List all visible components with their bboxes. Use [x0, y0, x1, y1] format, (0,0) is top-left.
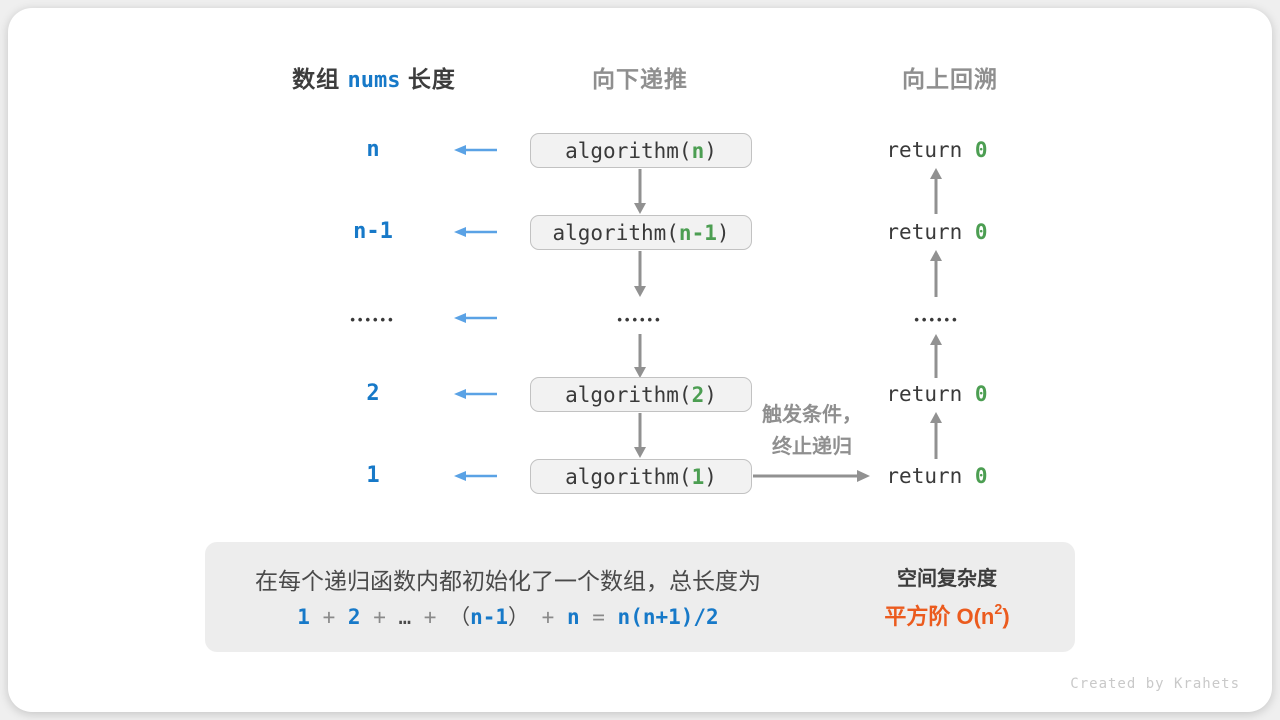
call-text: algorithm( [565, 464, 692, 489]
return-statement: return 0 [876, 464, 998, 488]
return-keyword: return [886, 382, 975, 406]
call-box-n-1: algorithm(n-1) [530, 215, 752, 250]
return-value: 0 [974, 220, 988, 244]
call-param: 1 [691, 464, 705, 489]
header-array-length: 数组 nums 长度 [254, 60, 494, 94]
return-keyword: return [886, 220, 975, 244]
credit-text: Created by Krahets [1070, 676, 1240, 692]
call-text-close: ) [704, 464, 717, 489]
header-backtrack-up: 向上回溯 [902, 66, 998, 92]
length-label-1: 1 [366, 463, 380, 488]
base-case-note-line2: 终止递归 [772, 436, 852, 458]
call-text-close: ) [704, 382, 717, 407]
call-param: n [691, 138, 705, 163]
call-text: algorithm( [565, 382, 692, 407]
complexity-close-paren: ) [1002, 604, 1010, 629]
return-keyword: return [886, 138, 975, 162]
space-complexity-title: 空间复杂度 [897, 568, 997, 590]
complexity-exponent: 2 [994, 602, 1003, 619]
call-param: 2 [691, 382, 705, 407]
return-value: 0 [974, 464, 988, 488]
total-length-formula: 1 + 2 + … + （n-1） + n = n(n+1)/2 [297, 605, 719, 629]
return-statement: return 0 [876, 138, 998, 162]
header-array-prefix: 数组 [292, 66, 348, 92]
length-label-2: 2 [366, 381, 380, 406]
call-box-n: algorithm(n) [530, 133, 752, 168]
length-label-n-1: n-1 [353, 219, 393, 244]
return-statement: return 0 [876, 220, 998, 244]
call-text-close: ) [704, 138, 717, 163]
return-keyword: return [886, 464, 975, 488]
call-param: n-1 [678, 220, 717, 245]
ellipsis-left: •••••• [350, 312, 396, 327]
call-text-close: ) [716, 220, 730, 245]
return-statement: return 0 [876, 382, 998, 406]
call-text: algorithm( [552, 220, 679, 245]
summary-text: 在每个递归函数内都初始化了一个数组，总长度为 [255, 568, 761, 594]
ellipsis-middle: •••••• [617, 312, 663, 327]
call-text: algorithm( [565, 138, 692, 163]
space-complexity-value: 平方阶 O(n2) [852, 599, 1042, 631]
call-box-1: algorithm(1) [530, 459, 752, 494]
complexity-order-text: 平方阶 O(n [884, 604, 995, 629]
summary-panel [205, 542, 1075, 652]
header-array-suffix: 长度 [400, 66, 456, 92]
return-value: 0 [974, 138, 988, 162]
length-label-n: n [366, 137, 380, 162]
return-value: 0 [974, 382, 988, 406]
ellipsis-right: •••••• [914, 312, 960, 327]
header-recurse-down: 向下递推 [592, 66, 688, 92]
call-box-2: algorithm(2) [530, 377, 752, 412]
base-case-note-line1: 触发条件， [762, 404, 862, 426]
nums-code-text: nums [347, 68, 401, 93]
